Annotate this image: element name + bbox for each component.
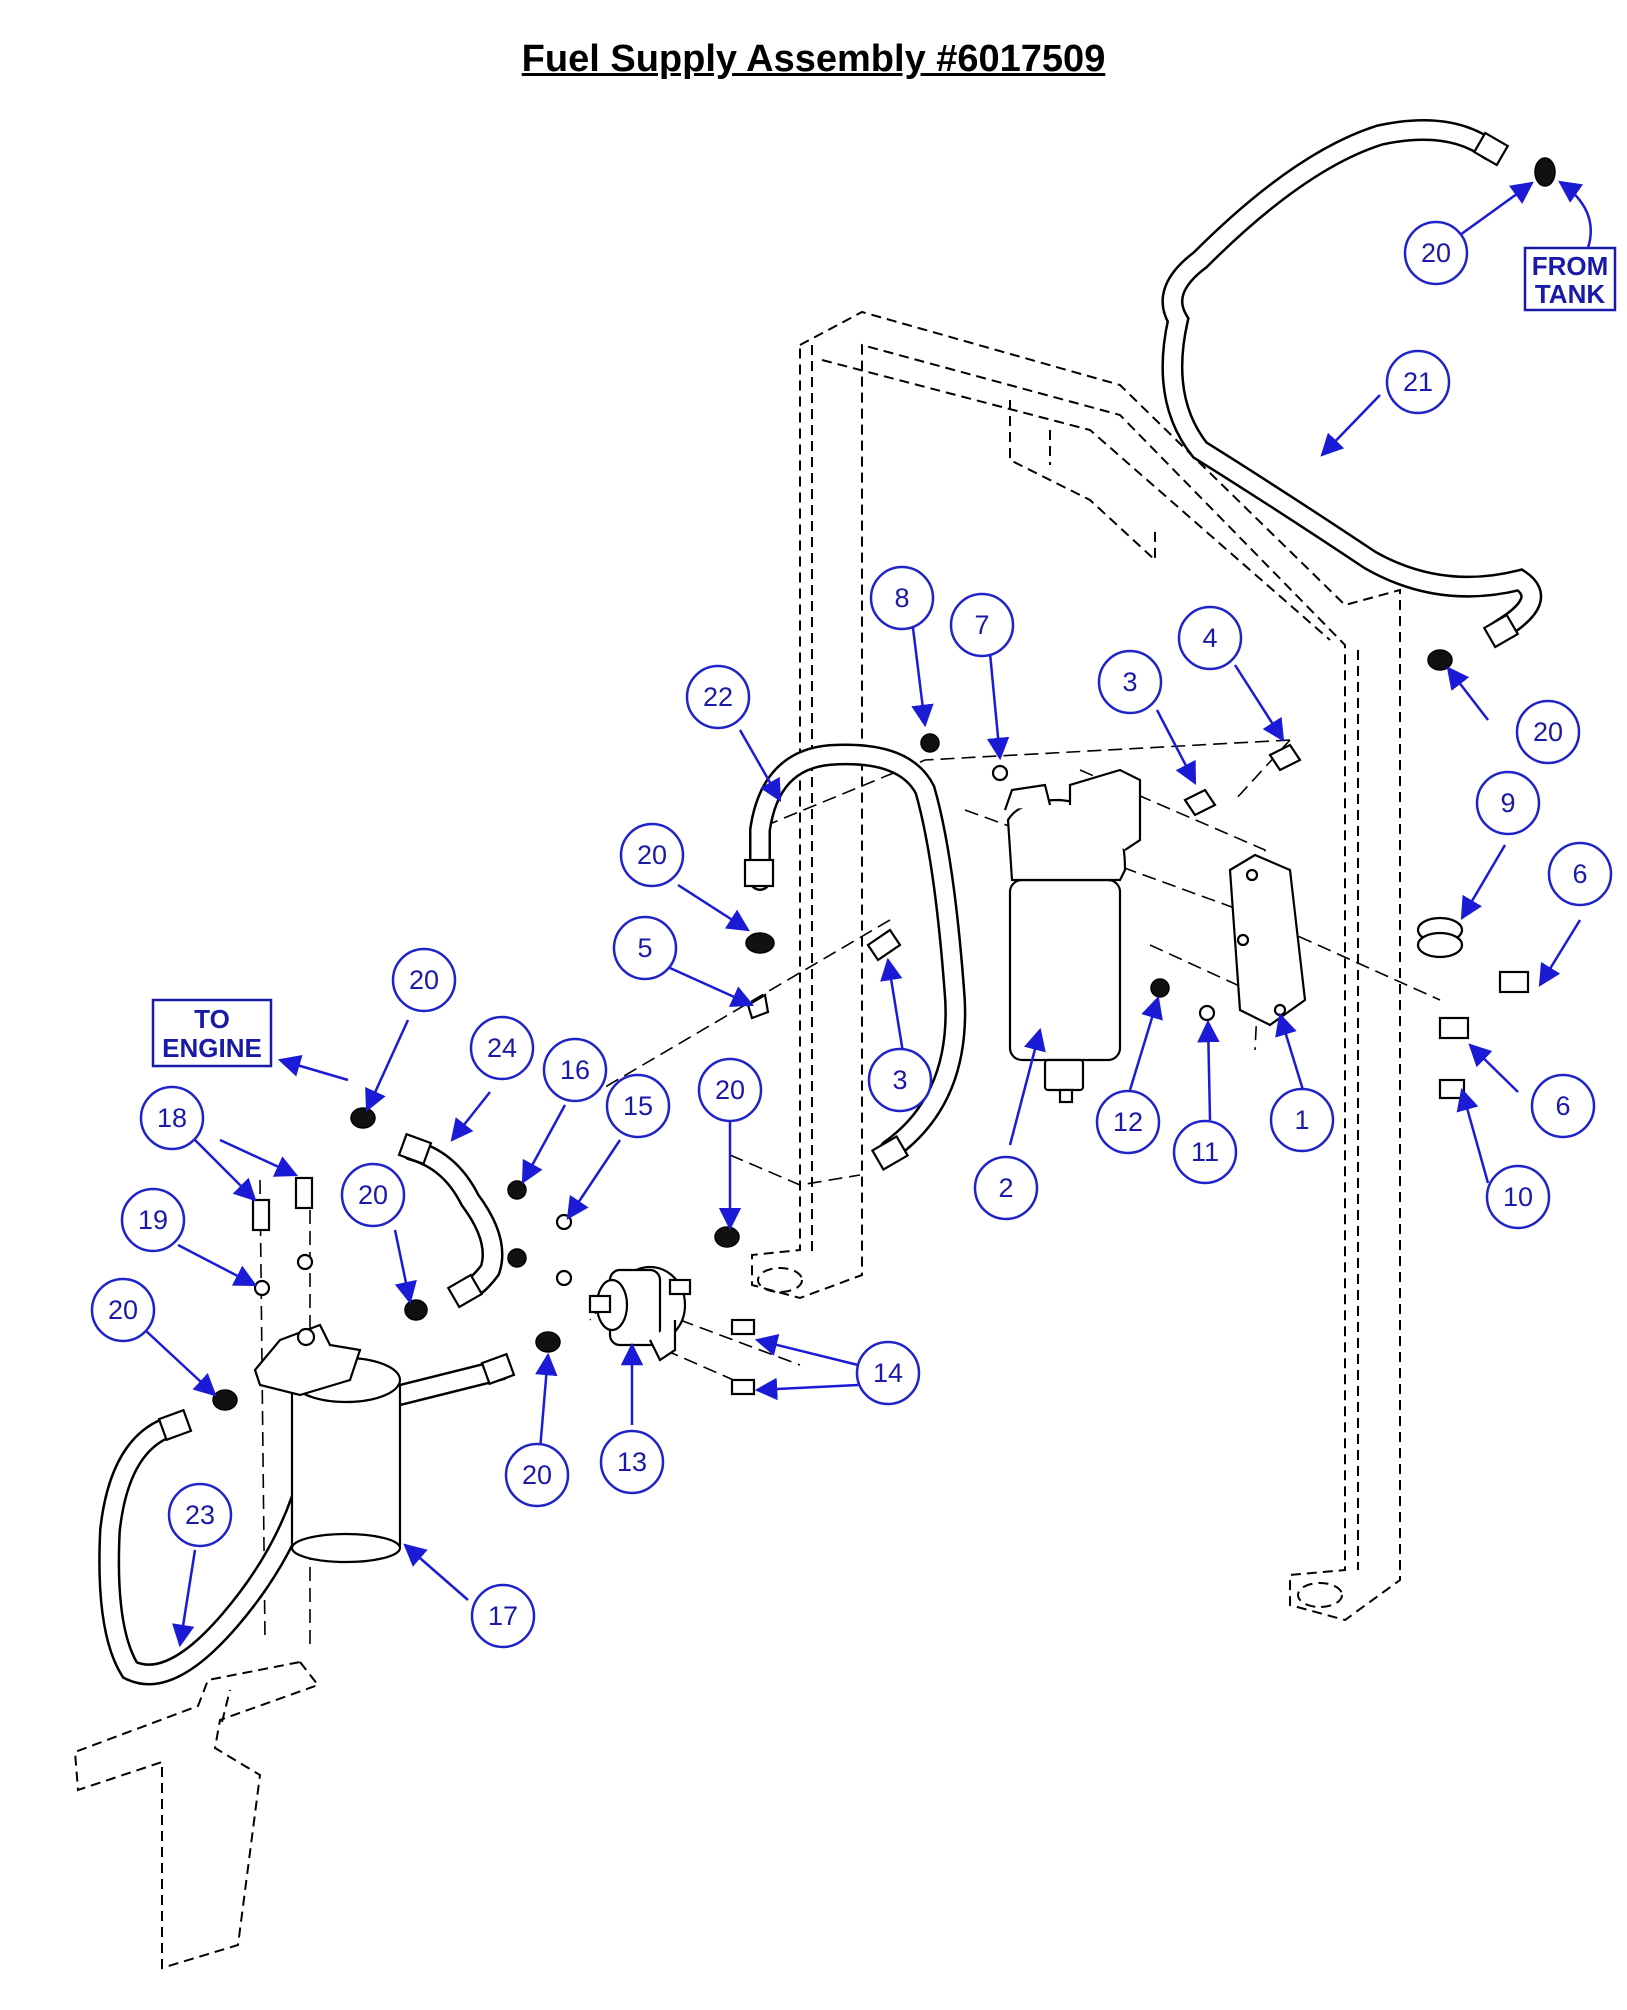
callout-23: 23: [167, 1482, 233, 1548]
hose-24: [401, 1139, 504, 1301]
hose-filter-to-pump: [389, 1359, 511, 1406]
main-frame: [751, 310, 1401, 1622]
callout-20: 20: [697, 1057, 763, 1123]
svg-text:16: 16: [560, 1055, 590, 1085]
diagram-title: Fuel Supply Assembly #6017509: [521, 38, 1106, 80]
callout-arrows: [144, 180, 1592, 1648]
svg-text:8: 8: [894, 583, 909, 613]
svg-text:20: 20: [522, 1460, 552, 1490]
svg-text:23: 23: [185, 1500, 215, 1530]
callout-24: 24: [469, 1015, 535, 1081]
svg-text:3: 3: [892, 1065, 907, 1095]
hose-23: [98, 1414, 321, 1686]
callout-20: 20: [391, 947, 457, 1013]
callouts: 20 21 8 7 3 4 22 20 9 6 20 5 20 24 16 15…: [90, 220, 1613, 1649]
to-engine-label-line2: ENGINE: [162, 1033, 262, 1063]
svg-text:20: 20: [637, 840, 667, 870]
water-separator-filter: [1003, 768, 1142, 1104]
callout-4: 4: [1177, 605, 1243, 671]
to-engine-label: TO ENGINE: [151, 998, 273, 1068]
hose-22: [749, 743, 967, 1161]
svg-text:15: 15: [623, 1091, 653, 1121]
svg-text:21: 21: [1403, 367, 1433, 397]
callout-22: 22: [685, 664, 751, 730]
svg-text:24: 24: [487, 1033, 517, 1063]
from-tank-label: FROM TANK: [1523, 246, 1617, 312]
callout-3: 3: [1097, 649, 1163, 715]
callout-20: 20: [340, 1162, 406, 1228]
callout-8: 8: [869, 565, 935, 631]
svg-text:6: 6: [1555, 1091, 1570, 1121]
hose-21: [1161, 119, 1543, 641]
callout-20: 20: [90, 1277, 156, 1343]
callout-11: 11: [1172, 1119, 1238, 1185]
callout-18: 18: [139, 1085, 205, 1151]
lower-bracket: [73, 1660, 320, 1970]
callout-13: 13: [599, 1429, 665, 1495]
svg-text:20: 20: [715, 1075, 745, 1105]
svg-text:18: 18: [157, 1103, 187, 1133]
svg-text:20: 20: [108, 1295, 138, 1325]
callout-12: 12: [1095, 1089, 1161, 1155]
svg-text:14: 14: [873, 1358, 903, 1388]
svg-text:10: 10: [1503, 1182, 1533, 1212]
svg-text:22: 22: [703, 682, 733, 712]
svg-text:3: 3: [1122, 667, 1137, 697]
svg-text:17: 17: [488, 1601, 518, 1631]
callout-2: 2: [973, 1155, 1039, 1221]
svg-text:2: 2: [998, 1173, 1013, 1203]
hose-clamps: [212, 157, 1556, 1411]
callout-20: 20: [1515, 699, 1581, 765]
callout-5: 5: [612, 915, 678, 981]
svg-text:20: 20: [358, 1180, 388, 1210]
svg-text:20: 20: [409, 965, 439, 995]
svg-text:5: 5: [637, 933, 652, 963]
svg-text:7: 7: [974, 610, 989, 640]
mounting-plate: [1228, 853, 1307, 1027]
hose-fittings: [157, 131, 1520, 1442]
callout-7: 7: [949, 592, 1015, 658]
svg-text:20: 20: [1421, 238, 1451, 268]
svg-text:19: 19: [138, 1205, 168, 1235]
svg-text:4: 4: [1202, 623, 1217, 653]
callout-19: 19: [120, 1187, 186, 1253]
callout-17: 17: [470, 1583, 536, 1649]
callout-1: 1: [1269, 1087, 1335, 1153]
callout-6: 6: [1530, 1073, 1596, 1139]
callout-10: 10: [1485, 1164, 1551, 1230]
svg-text:13: 13: [617, 1447, 647, 1477]
callout-14: 14: [855, 1340, 921, 1406]
svg-text:1: 1: [1294, 1105, 1309, 1135]
from-tank-label-line1: FROM: [1532, 251, 1609, 281]
callout-9: 9: [1475, 770, 1541, 836]
to-engine-label-line1: TO: [194, 1004, 230, 1034]
svg-text:12: 12: [1113, 1107, 1143, 1137]
callout-15: 15: [605, 1073, 671, 1139]
fuel-pump: [588, 1265, 692, 1362]
callout-6: 6: [1547, 841, 1613, 907]
callout-20: 20: [1403, 220, 1469, 286]
spin-on-fuel-filter: [253, 1323, 402, 1564]
svg-text:11: 11: [1191, 1137, 1219, 1167]
callout-20: 20: [619, 822, 685, 888]
svg-text:9: 9: [1500, 788, 1515, 818]
callout-21: 21: [1385, 349, 1451, 415]
from-tank-label-line2: TANK: [1535, 279, 1606, 309]
svg-text:20: 20: [1533, 717, 1563, 747]
svg-text:6: 6: [1572, 859, 1587, 889]
callout-3: 3: [867, 1047, 933, 1113]
callout-16: 16: [542, 1037, 608, 1103]
callout-20: 20: [504, 1442, 570, 1508]
